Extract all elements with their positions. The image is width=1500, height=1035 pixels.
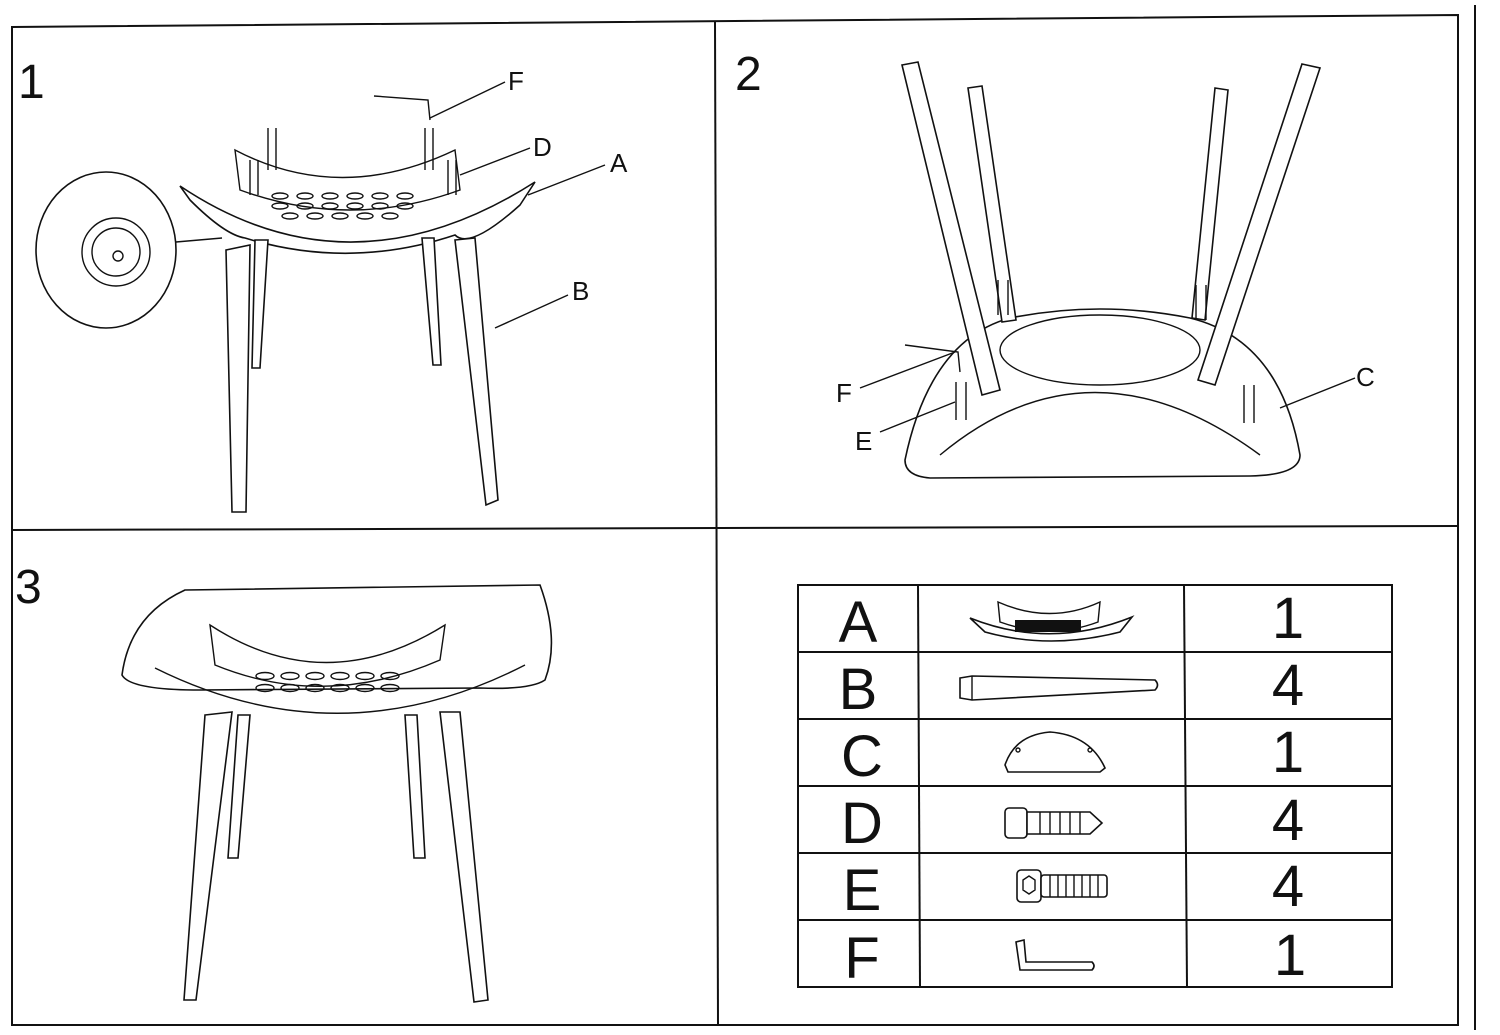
part-quantity: 4 (1272, 854, 1304, 919)
table-row: F 1 (844, 923, 1306, 991)
callout-D: D (533, 132, 552, 162)
part-quantity: 1 (1272, 720, 1304, 785)
step-3-panel: 3 (15, 561, 553, 1003)
seat-frame-icon (969, 600, 1135, 642)
detail-magnifier (35, 171, 223, 329)
bolt-icon (1016, 869, 1108, 903)
table-row: C 1 (841, 720, 1304, 789)
seat-frame-drawing (179, 95, 536, 513)
part-letter: A (839, 590, 878, 655)
part-letter: C (841, 724, 883, 789)
seat-panel-icon (1004, 731, 1106, 773)
callout-C: C (1356, 362, 1375, 392)
callout-F: F (836, 378, 852, 408)
part-quantity: 4 (1272, 788, 1304, 853)
table-row: B 4 (839, 653, 1304, 722)
pointed-screw-icon (1004, 807, 1104, 839)
part-quantity: 1 (1274, 923, 1306, 988)
callouts: F D A B (429, 66, 628, 329)
table-row: A 1 (839, 586, 1304, 655)
parts-table: A 1 B 4 C 1 D (797, 584, 1393, 991)
step-number: 3 (15, 561, 42, 614)
callout-E: E (855, 426, 872, 456)
assembled-chair-drawing (121, 584, 553, 1003)
allen-key-icon (1015, 938, 1095, 971)
leg-icon (959, 675, 1159, 701)
callouts: F E C (836, 351, 1375, 456)
step-2-panel: 2 F E C (735, 48, 1375, 479)
part-quantity: 1 (1272, 586, 1304, 651)
page-frame (11, 5, 1476, 1030)
table-row: D 4 (841, 788, 1304, 856)
part-letter: B (839, 657, 878, 722)
callout-F: F (508, 66, 524, 96)
step-number: 1 (18, 56, 45, 109)
part-letter: E (843, 858, 882, 923)
callout-B: B (572, 276, 589, 306)
step-number: 2 (735, 48, 762, 101)
part-quantity: 4 (1272, 653, 1304, 718)
step-1-panel: 1 F (18, 56, 628, 513)
part-letter: D (841, 791, 883, 856)
part-letter: F (844, 926, 879, 991)
table-row: E 4 (843, 854, 1304, 923)
upside-down-chair-drawing (901, 61, 1322, 479)
callout-A: A (610, 148, 628, 178)
